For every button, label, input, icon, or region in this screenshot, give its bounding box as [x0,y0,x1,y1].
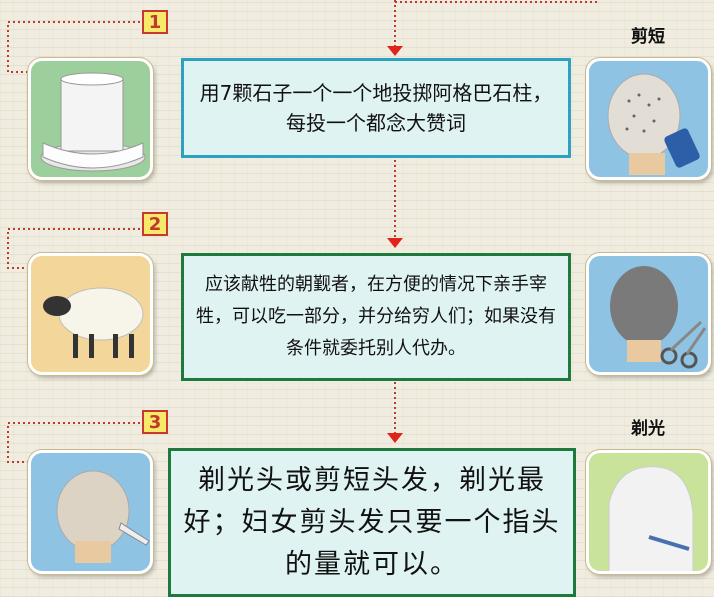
clipper-image [586,58,711,180]
step-3-text-content: 剃光头或剪短头发，剃光最好；妇女剪头发只要一个指头的量就可以。 [183,464,561,580]
step-1-text-content: 用7颗石子一个一个地投掷阿格巴石柱，每投一个都念大赞词 [199,81,553,135]
shave-label: 剃光 [631,419,665,439]
hat-icon [40,72,146,172]
clipper-icon [607,73,700,175]
step-2-number: 2 [142,212,168,236]
scissors-icon [610,266,707,369]
scissors-image [586,253,711,375]
step-1-text: 用7颗石子一个一个地投掷阿格巴石柱，每投一个都念大赞词 [181,58,571,158]
hat-image [28,58,153,180]
step-2-text-content: 应该献牲的朝觐者，在方便的情况下亲手宰牲，可以吃一部分，并分给穷人们；如果没有条… [196,274,556,359]
short-cut-label: 剪短 [631,27,665,47]
shaved-head-left-image [28,450,153,574]
razor-icon [608,466,694,571]
step-1-number: 1 [142,10,168,34]
step-2-text: 应该献牲的朝觐者，在方便的情况下亲手宰牲，可以吃一部分，并分给穷人们；如果没有条… [181,253,571,381]
step-3-text: 剃光头或剪短头发，剃光最好；妇女剪头发只要一个指头的量就可以。 [168,448,576,597]
razor-image [586,450,711,574]
sheep-icon [43,287,144,358]
step-3-number: 3 [142,410,168,434]
sheep-image [28,253,153,375]
shaved-head-icon [56,470,150,563]
